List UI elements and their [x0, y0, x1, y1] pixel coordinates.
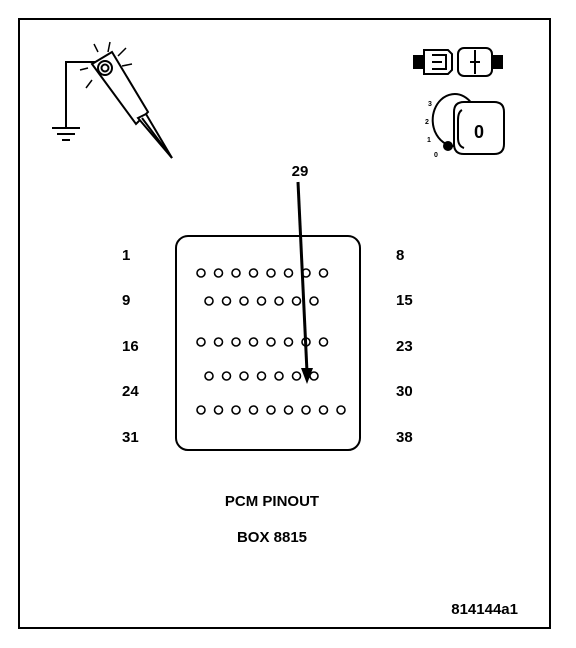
connector-pin	[231, 405, 241, 415]
connector-pin	[248, 337, 259, 347]
row-label-right-2: 15	[396, 292, 413, 309]
ignition-key-label: 0	[474, 122, 484, 142]
row-label-left-3: 16	[122, 338, 139, 355]
connector-pin	[283, 405, 294, 415]
connector-pin	[248, 268, 259, 278]
connector-pin	[204, 371, 214, 381]
connector-pin	[256, 296, 267, 306]
connector-pin	[309, 296, 319, 306]
connector-pin	[309, 371, 319, 381]
row-labels: 1 8 9 15 16 23 24 30 31 38	[122, 247, 413, 446]
connector-pin	[196, 337, 206, 347]
connector-pin	[248, 405, 259, 415]
row-label-right-5: 38	[396, 429, 413, 446]
connector-pin	[239, 371, 249, 381]
connector-pin	[336, 405, 346, 415]
connector-pin	[231, 268, 241, 278]
connector-pin	[283, 268, 294, 278]
connector-pin	[231, 337, 241, 347]
ignition-pos-3: 3	[428, 101, 432, 108]
diagram-frame	[18, 18, 551, 629]
connector-pin	[213, 405, 224, 415]
connector-pin	[239, 296, 249, 306]
connector-pin	[291, 371, 302, 381]
row-label-left-2: 9	[122, 292, 130, 309]
callout-pin-label: 29	[292, 163, 309, 180]
connector-pin	[266, 337, 276, 347]
test-probe-ground-icon	[52, 41, 173, 159]
connector-pin	[221, 371, 232, 381]
connector-pin	[318, 268, 329, 278]
ignition-pos-0: 0	[434, 152, 438, 159]
connector-pin	[274, 296, 284, 306]
connector-pin	[256, 371, 267, 381]
connector-pin	[204, 296, 214, 306]
diagram-subtitle: BOX 8815	[237, 529, 307, 546]
diagram-title: PCM PINOUT	[225, 493, 319, 510]
connector-pin	[221, 296, 232, 306]
row-label-right-3: 23	[396, 338, 413, 355]
callout-arrow	[296, 181, 313, 384]
connector-pin	[213, 337, 224, 347]
row-label-left-5: 31	[122, 429, 139, 446]
connector-pin	[283, 337, 294, 347]
connector-pin	[301, 405, 311, 415]
ignition-switch-off-icon	[431, 93, 505, 155]
connector-pin	[266, 268, 276, 278]
row-label-right-1: 8	[396, 247, 404, 264]
ignition-pos-1: 1	[427, 137, 431, 144]
connector-pin	[318, 405, 329, 415]
figure-id: 814144a1	[451, 601, 518, 618]
row-label-right-4: 30	[396, 383, 413, 400]
row-label-left-1: 1	[122, 247, 130, 264]
connector-pin	[274, 371, 284, 381]
pin-grid	[196, 268, 346, 415]
connector-pin	[196, 405, 206, 415]
ignition-position-labels: 3 2 1 0 0	[425, 101, 484, 159]
row-label-left-4: 24	[122, 383, 139, 400]
ignition-pos-2: 2	[425, 119, 429, 126]
connector-pin	[318, 337, 329, 347]
connector-pin	[196, 268, 206, 278]
disconnected-connector-icon	[413, 47, 503, 77]
connector-pin	[266, 405, 276, 415]
connector-pin	[213, 268, 224, 278]
connector-pin	[291, 296, 302, 306]
